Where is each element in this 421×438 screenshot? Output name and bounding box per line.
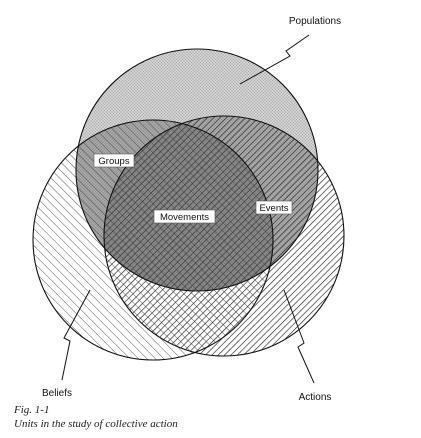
populations-leader-line [239,34,310,85]
actions-circle [104,116,344,356]
populations-overlap-shade [76,116,318,291]
figure-caption: Units in the study of collective action [14,418,178,430]
beliefs-leader-line [61,289,91,381]
beliefs-label: Beliefs [42,388,72,399]
events-label: Events [259,203,288,214]
populations-label: Populations [289,16,341,27]
actions-outline [103,115,345,357]
actions-leader-line [283,289,315,384]
actions-label: Actions [299,392,332,403]
movements-label-box [153,209,216,224]
groups-label-box [93,153,135,168]
figure-number: Fig. 1-1 [14,404,50,416]
beliefs-outline [32,119,274,361]
events-label-box [255,200,293,215]
movements-label: Movements [160,212,209,223]
groups-label: Groups [98,156,129,167]
populations-outline [75,48,319,292]
